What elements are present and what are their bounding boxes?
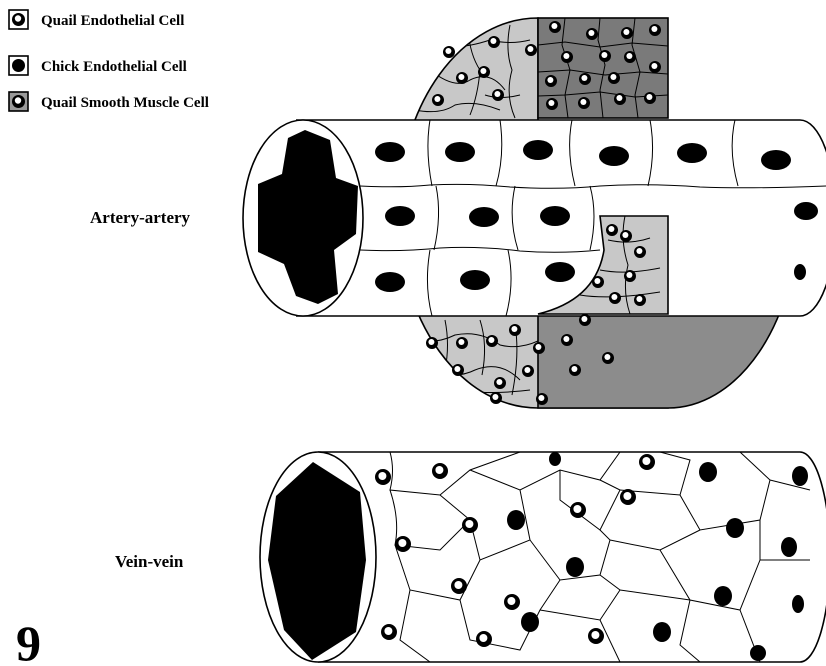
quail-nucleus: [549, 21, 561, 33]
vein-lumen: [260, 452, 376, 662]
quail-nucleus: [592, 276, 604, 288]
quail-nucleus: [634, 246, 646, 258]
quail-nucleus: [536, 393, 548, 405]
quail-nucleus: [570, 502, 586, 518]
legend-item-chick-endothelial: Chick Endothelial Cell: [9, 56, 187, 75]
quail-nucleus: [375, 469, 391, 485]
quail-nucleus: [486, 335, 498, 347]
chick-endothelial-cell-icon: [9, 56, 28, 75]
quail-nucleus: [492, 89, 504, 101]
quail-nucleus: [395, 536, 411, 552]
quail-nucleus: [609, 292, 621, 304]
legend-label: Quail Endothelial Cell: [41, 13, 184, 29]
legend-label: Chick Endothelial Cell: [41, 59, 187, 75]
quail-endothelial-cell-icon: [9, 10, 28, 29]
quail-nucleus: [586, 28, 598, 40]
quail-nucleus: [579, 314, 591, 326]
quail-nucleus: [452, 364, 464, 376]
legend: Quail Endothelial Cell Chick Endothelial…: [9, 10, 209, 111]
quail-nucleus: [614, 93, 626, 105]
quail-nucleus: [578, 97, 590, 109]
quail-nucleus: [599, 50, 611, 62]
legend-item-quail-endothelial: Quail Endothelial Cell: [9, 10, 184, 29]
quail-nucleus: [504, 594, 520, 610]
quail-nucleus: [443, 46, 455, 58]
quail-nucleus: [649, 61, 661, 73]
quail-nucleus: [494, 377, 506, 389]
quail-nucleus: [476, 631, 492, 647]
artery-artery-label: Artery-artery: [90, 208, 191, 227]
quail-nucleus: [525, 44, 537, 56]
quail-nucleus: [621, 27, 633, 39]
quail-nucleus: [644, 92, 656, 104]
quail-nucleus: [561, 334, 573, 346]
quail-nucleus: [426, 337, 438, 349]
quail-nucleus: [634, 294, 646, 306]
quail-nucleus: [509, 324, 521, 336]
quail-nucleus: [624, 270, 636, 282]
quail-nucleus: [462, 517, 478, 533]
quail-nucleus: [546, 98, 558, 110]
quail-nucleus: [522, 365, 534, 377]
legend-item-quail-smooth-muscle: Quail Smooth Muscle Cell: [9, 92, 209, 111]
quail-nucleus: [588, 628, 604, 644]
quail-nucleus: [620, 489, 636, 505]
quail-nucleus: [381, 624, 397, 640]
quail-nucleus: [533, 342, 545, 354]
vein-vein-diagram: Vein-vein: [115, 452, 826, 662]
quail-nucleus: [608, 72, 620, 84]
legend-label: Quail Smooth Muscle Cell: [41, 95, 209, 111]
panel-number: 9: [16, 615, 41, 666]
quail-nucleus: [451, 578, 467, 594]
vein-vein-label: Vein-vein: [115, 552, 184, 571]
artery-lumen: [243, 120, 363, 316]
artery-artery-diagram: Artery-artery: [90, 18, 826, 408]
quail-nucleus: [456, 337, 468, 349]
quail-nucleus: [545, 75, 557, 87]
quail-nucleus: [649, 24, 661, 36]
quail-nucleus: [488, 36, 500, 48]
artery-tube: [296, 120, 826, 316]
quail-nucleus: [606, 224, 618, 236]
quail-nucleus: [569, 364, 581, 376]
quail-nucleus: [432, 463, 448, 479]
quail-nucleus: [456, 72, 468, 84]
quail-nucleus: [602, 352, 614, 364]
quail-nucleus: [579, 73, 591, 85]
quail-smooth-muscle-cell-icon: [9, 92, 28, 111]
quail-nucleus: [478, 66, 490, 78]
quail-nucleus: [432, 94, 444, 106]
quail-nucleus: [620, 230, 632, 242]
quail-nucleus: [561, 51, 573, 63]
quail-nucleus: [490, 392, 502, 404]
quail-nucleus: [639, 454, 655, 470]
quail-nucleus: [624, 51, 636, 63]
